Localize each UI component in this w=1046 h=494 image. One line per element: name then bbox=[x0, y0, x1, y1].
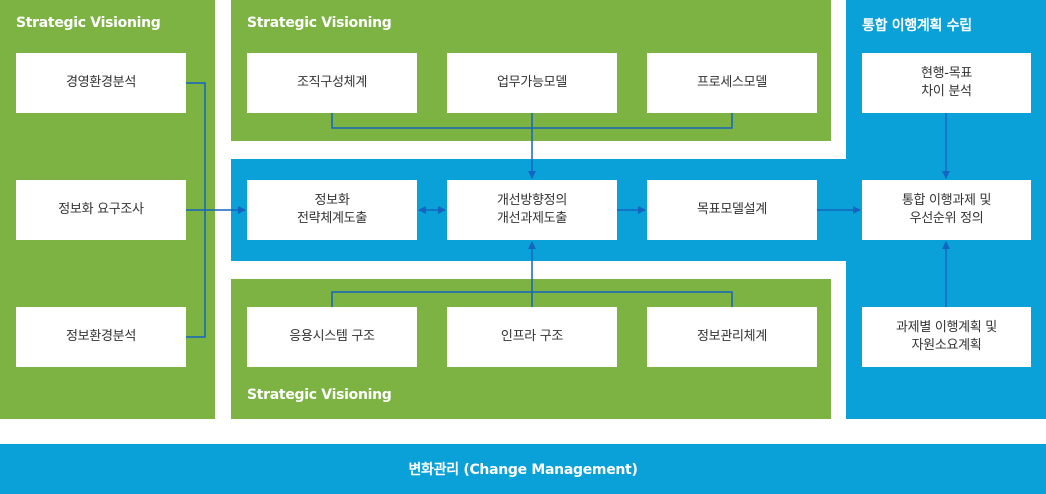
right-panel-title: 통합 이행계획 수립 bbox=[862, 18, 972, 34]
left-box-requirements-survey: 정보화 요구조사 bbox=[16, 180, 186, 240]
top-panel-title: Strategic Visioning bbox=[247, 15, 392, 31]
center-box-improvement: 개선방향정의 개선과제도출 bbox=[447, 180, 617, 240]
left-panel-title: Strategic Visioning bbox=[16, 15, 161, 31]
top-box-process-model: 프로세스모델 bbox=[647, 53, 817, 113]
right-box-gap-analysis: 현행-목표 차이 분석 bbox=[862, 53, 1031, 113]
right-box-resource-plan: 과제별 이행계획 및 자원소요계획 bbox=[862, 307, 1031, 367]
bottom-box-infrastructure: 인프라 구조 bbox=[447, 307, 617, 367]
left-box-management-environment: 경영환경분석 bbox=[16, 53, 186, 113]
top-box-business-model: 업무가능모델 bbox=[447, 53, 617, 113]
right-box-priority: 통합 이행과제 및 우선순위 정의 bbox=[862, 180, 1031, 240]
bottom-box-info-management: 정보관리체계 bbox=[647, 307, 817, 367]
bottom-panel-title: Strategic Visioning bbox=[247, 387, 392, 403]
center-box-strategy: 정보화 전략체계도출 bbox=[247, 180, 417, 240]
left-box-info-environment: 정보환경분석 bbox=[16, 307, 186, 367]
change-management-bar: 변화관리 (Change Management) bbox=[0, 444, 1046, 494]
bottom-box-application: 응용시스템 구조 bbox=[247, 307, 417, 367]
top-box-organization: 조직구성체계 bbox=[247, 53, 417, 113]
center-box-target-model: 목표모델설계 bbox=[647, 180, 817, 240]
